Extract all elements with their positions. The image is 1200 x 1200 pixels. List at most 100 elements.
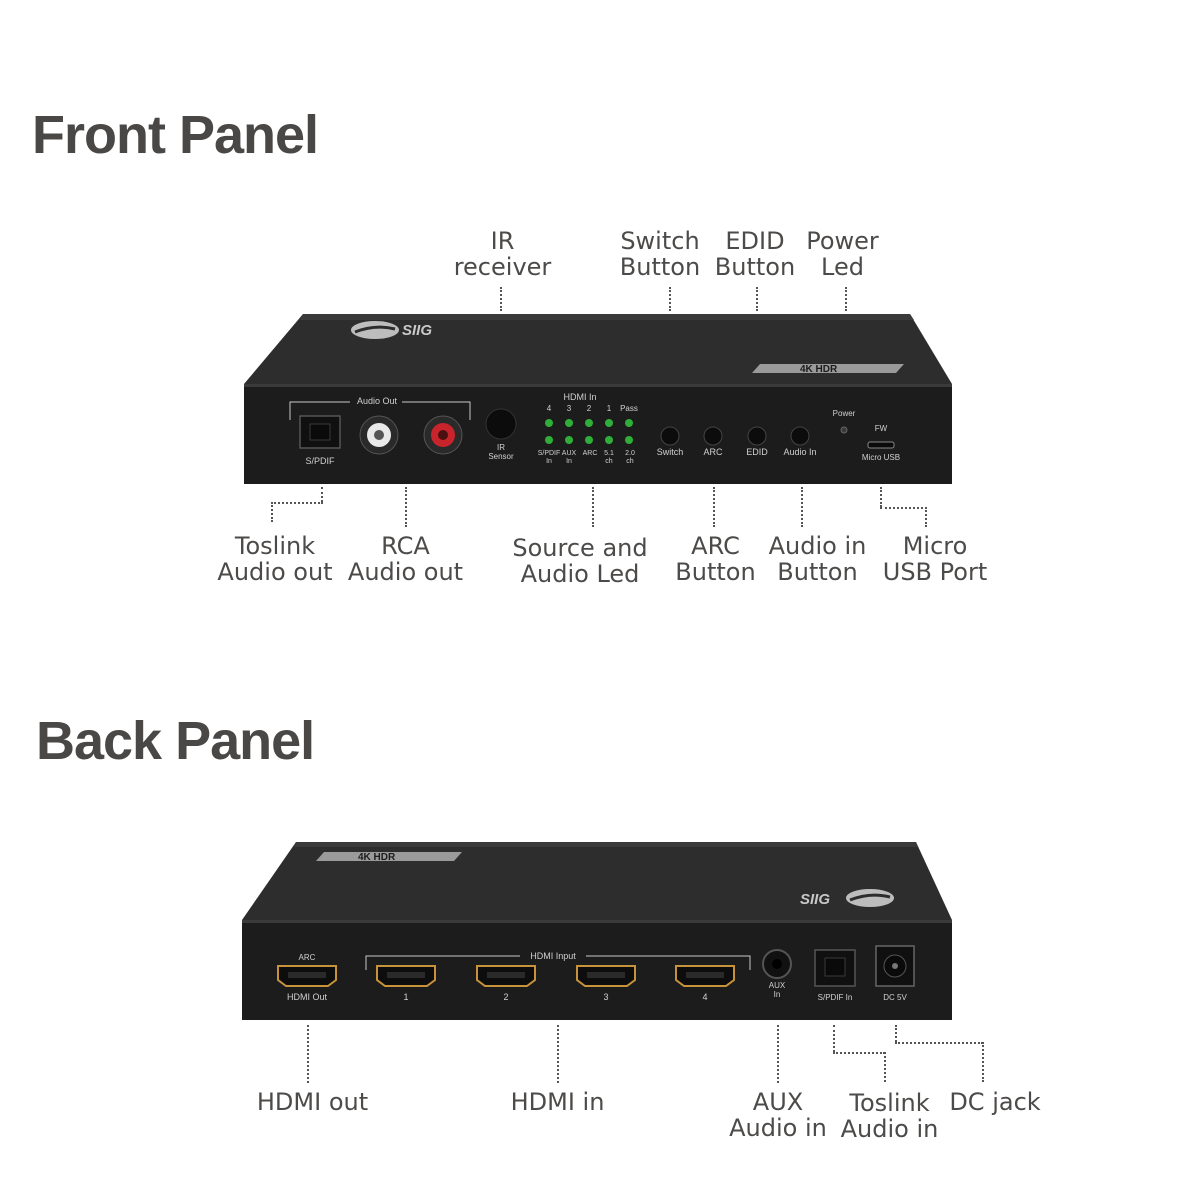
label-in-1: 1 bbox=[403, 992, 408, 1002]
callout-dc-jack: DC jack bbox=[949, 1088, 1041, 1116]
hdmi-in-port-2[interactable] bbox=[476, 965, 536, 987]
label-aux-in-1: AUX bbox=[562, 450, 577, 457]
leader-dc-jack-v2 bbox=[982, 1042, 984, 1082]
label-arc: ARC bbox=[703, 447, 723, 457]
leader-toslink-in-v bbox=[833, 1025, 835, 1052]
rca-red-jack[interactable] bbox=[423, 415, 463, 455]
front-device: SIIG 4K HDR Audio Out S/PDIF IR Sensor H… bbox=[244, 314, 952, 484]
hdmi-out-port[interactable] bbox=[277, 965, 337, 987]
label-hdmi-out: HDMI Out bbox=[287, 992, 328, 1002]
audio-in-button[interactable] bbox=[790, 426, 810, 446]
leader-audio-in-button bbox=[801, 487, 803, 527]
label-in-2: 2 bbox=[503, 992, 508, 1002]
label-dc: DC 5V bbox=[883, 993, 907, 1002]
label-fw: FW bbox=[875, 424, 888, 433]
label-ch51-1: 5.1 bbox=[604, 450, 614, 457]
label-ir-sensor-2: Sensor bbox=[488, 452, 514, 461]
label-port-3: 3 bbox=[567, 404, 572, 413]
power-led bbox=[840, 426, 848, 434]
hdmi-in-port-3[interactable] bbox=[576, 965, 636, 987]
switch-button[interactable] bbox=[660, 426, 680, 446]
label-ch20-2: ch bbox=[626, 458, 634, 465]
label-aux-back-1: AUX bbox=[769, 981, 786, 990]
label-aux-in-2: In bbox=[566, 458, 572, 465]
source-leds-row-1 bbox=[545, 419, 633, 427]
edid-button[interactable] bbox=[747, 426, 767, 446]
leader-toslink-out-v bbox=[321, 487, 323, 502]
label-hdmi-input: HDMI Input bbox=[530, 951, 576, 961]
leader-switch-button bbox=[669, 287, 671, 311]
label-micro-usb: Micro USB bbox=[862, 453, 900, 462]
label-audio-out: Audio Out bbox=[357, 396, 398, 406]
leader-ir-receiver bbox=[500, 287, 502, 311]
callout-hdmi-in: HDMI in bbox=[510, 1088, 605, 1116]
leader-dc-jack-h bbox=[895, 1042, 983, 1044]
label-audio-in: Audio In bbox=[783, 447, 816, 457]
leader-toslink-out-h bbox=[271, 502, 323, 504]
label-in-3: 3 bbox=[603, 992, 608, 1002]
dc-jack[interactable] bbox=[875, 945, 915, 987]
arc-button[interactable] bbox=[703, 426, 723, 446]
leader-hdmi-out bbox=[307, 1025, 309, 1083]
label-hdmi-in: HDMI In bbox=[563, 392, 596, 402]
front-brand-logo: SIIG bbox=[402, 322, 432, 339]
back-4k-hdr-badge: 4K HDR bbox=[358, 852, 396, 863]
hdmi-in-port-1[interactable] bbox=[376, 965, 436, 987]
label-in-4: 4 bbox=[702, 992, 707, 1002]
label-port-2: 2 bbox=[587, 404, 592, 413]
label-spdif-in-1: S/PDIF bbox=[538, 450, 561, 457]
label-arc-led: ARC bbox=[583, 450, 598, 457]
front-4k-hdr-badge: 4K HDR bbox=[800, 364, 838, 375]
back-panel-heading: Back Panel bbox=[36, 711, 315, 771]
hdmi-in-port-4[interactable] bbox=[675, 965, 735, 987]
label-switch: Switch bbox=[657, 447, 684, 457]
leader-aux-in bbox=[777, 1025, 779, 1083]
label-edid: EDID bbox=[746, 447, 768, 457]
label-aux-back-2: In bbox=[774, 990, 781, 999]
label-ch51-2: ch bbox=[605, 458, 613, 465]
leader-edid-button bbox=[756, 287, 758, 311]
leader-toslink-out-v2 bbox=[271, 502, 273, 522]
leader-micro-usb-v bbox=[880, 487, 882, 507]
label-spdif-in: S/PDIF In bbox=[818, 993, 853, 1002]
label-pass: Pass bbox=[620, 404, 638, 413]
label-ch20-1: 2.0 bbox=[625, 450, 635, 457]
leader-micro-usb-h bbox=[880, 507, 927, 509]
label-port-4: 4 bbox=[547, 404, 552, 413]
back-device: 4K HDR SIIG ARC HDMI Out HDMI Input 1 2 … bbox=[242, 842, 952, 1020]
label-spdif: S/PDIF bbox=[305, 456, 335, 466]
label-arc-back: ARC bbox=[299, 953, 316, 962]
leader-rca-out bbox=[405, 487, 407, 527]
micro-usb-port[interactable] bbox=[867, 441, 895, 449]
label-power: Power bbox=[833, 409, 856, 418]
label-ir-sensor-1: IR bbox=[497, 443, 505, 452]
ir-sensor bbox=[485, 408, 517, 440]
leader-dc-jack-v bbox=[895, 1025, 897, 1042]
rca-white-jack[interactable] bbox=[359, 415, 399, 455]
spdif-in-port[interactable] bbox=[814, 949, 856, 987]
audio-leds-row-2 bbox=[545, 436, 633, 444]
front-panel-heading: Front Panel bbox=[32, 105, 319, 165]
back-brand-logo: SIIG bbox=[800, 891, 830, 908]
leader-power-led bbox=[845, 287, 847, 311]
leader-micro-usb-v2 bbox=[925, 507, 927, 527]
leader-toslink-in-v2 bbox=[884, 1052, 886, 1082]
leader-source-led bbox=[592, 487, 594, 527]
leader-hdmi-in bbox=[557, 1025, 559, 1083]
label-port-1: 1 bbox=[607, 404, 612, 413]
aux-in-jack[interactable] bbox=[762, 949, 792, 979]
callout-hdmi-out: HDMI out bbox=[256, 1088, 369, 1116]
leader-arc-button bbox=[713, 487, 715, 527]
